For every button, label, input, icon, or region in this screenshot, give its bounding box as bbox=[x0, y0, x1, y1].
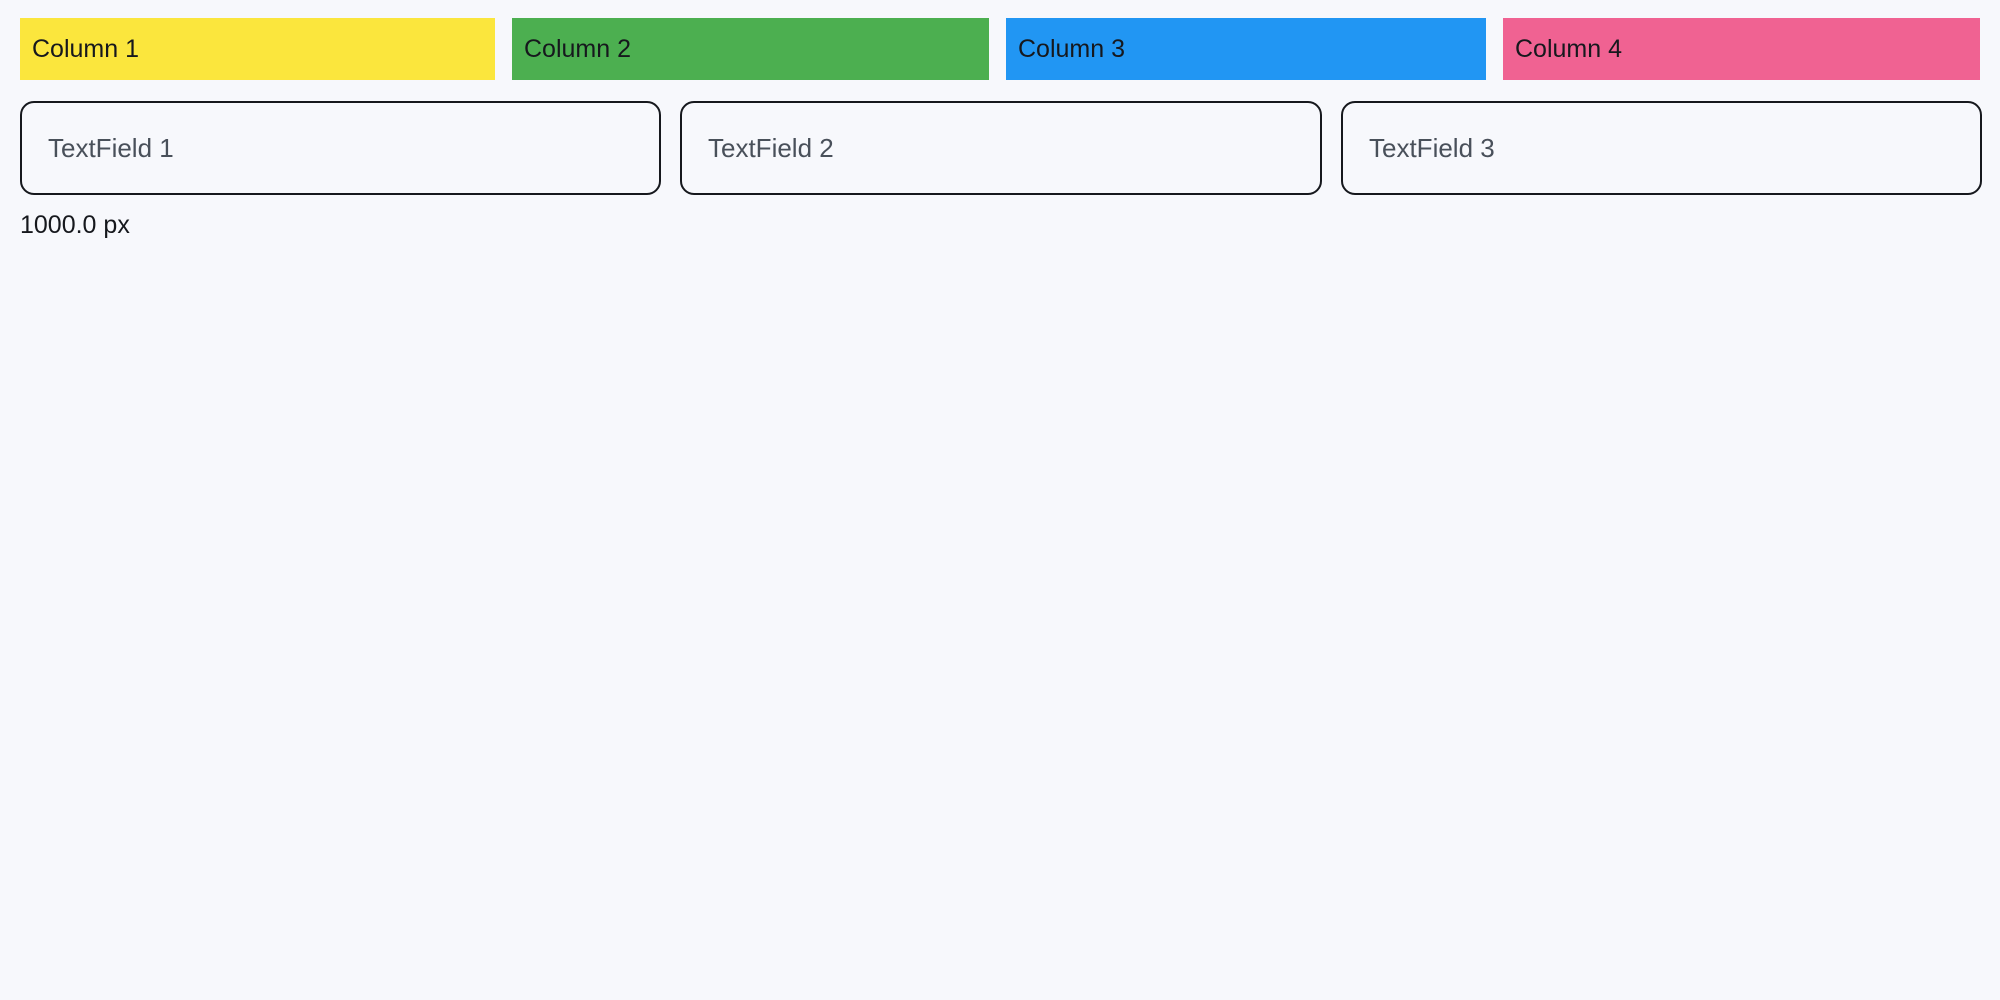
column-bar-3[interactable]: Column 3 bbox=[1006, 18, 1486, 80]
textfield-2[interactable]: TextField 2 bbox=[680, 101, 1322, 195]
column-bar-1-label: Column 1 bbox=[32, 34, 139, 63]
column-bar-3-label: Column 3 bbox=[1018, 34, 1125, 63]
column-bar-4-label: Column 4 bbox=[1515, 34, 1622, 63]
textfield-3[interactable]: TextField 3 bbox=[1341, 101, 1982, 195]
column-bar-2[interactable]: Column 2 bbox=[512, 18, 989, 80]
textfield-3-placeholder: TextField 3 bbox=[1369, 133, 1495, 163]
column-bar-2-label: Column 2 bbox=[524, 34, 631, 63]
column-bar-1[interactable]: Column 1 bbox=[20, 18, 495, 80]
textfield-1[interactable]: TextField 1 bbox=[20, 101, 661, 195]
textfield-row: TextField 1 TextField 2 TextField 3 bbox=[20, 101, 1982, 195]
column-bar-row: Column 1 Column 2 Column 3 Column 4 bbox=[20, 18, 1982, 80]
measurement-label: 1000.0 px bbox=[20, 211, 130, 239]
column-bar-4[interactable]: Column 4 bbox=[1503, 18, 1980, 80]
textfield-2-placeholder: TextField 2 bbox=[708, 133, 834, 163]
textfield-1-placeholder: TextField 1 bbox=[48, 133, 174, 163]
